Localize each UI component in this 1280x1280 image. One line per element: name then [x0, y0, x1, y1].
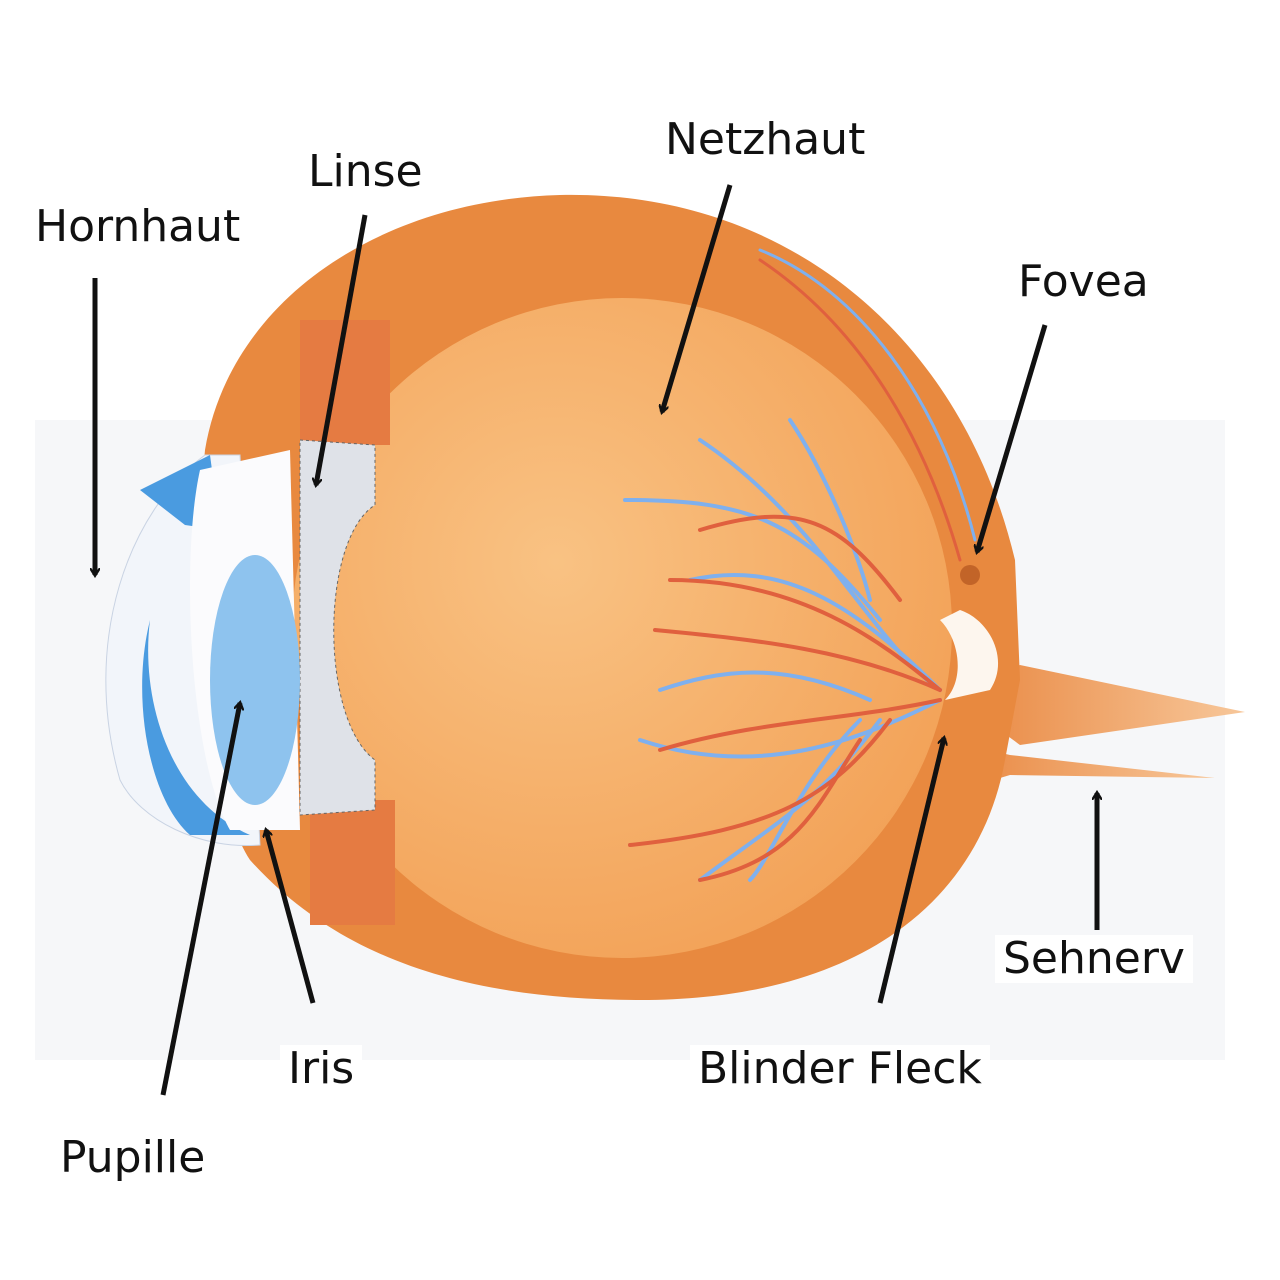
label-sehnerv: Sehnerv — [995, 935, 1193, 983]
arrow-iris — [266, 830, 316, 1004]
arrow-pupille — [160, 703, 240, 1096]
arrow-linse — [316, 214, 368, 485]
ciliary-muscle-upper — [300, 320, 390, 445]
label-hornhaut: Hornhaut — [35, 201, 241, 252]
optic-nerve-lower — [945, 740, 1215, 790]
pointer-arrows — [95, 184, 1097, 1096]
optic-nerve-upper — [945, 665, 1245, 745]
vitreous-body — [292, 298, 952, 958]
lens-holder — [299, 439, 376, 816]
label-fovea: Fovea — [1018, 256, 1149, 307]
blood-vessels — [623, 248, 977, 882]
arrow-fovea — [977, 324, 1048, 552]
arrow-blinder-fleck — [877, 738, 944, 1004]
blind-spot — [940, 610, 999, 700]
fovea-spot — [960, 565, 980, 585]
label-netzhaut: Netzhaut — [665, 114, 866, 165]
arrow-netzhaut — [662, 184, 733, 412]
label-iris: Iris — [280, 1045, 363, 1093]
label-pupille: Pupille — [60, 1132, 206, 1183]
iris — [142, 620, 250, 835]
label-blinder-fleck: Blinder Fleck — [690, 1045, 990, 1093]
lens — [210, 555, 300, 805]
label-linse: Linse — [308, 146, 423, 197]
ciliary-muscle-lower — [310, 800, 395, 925]
